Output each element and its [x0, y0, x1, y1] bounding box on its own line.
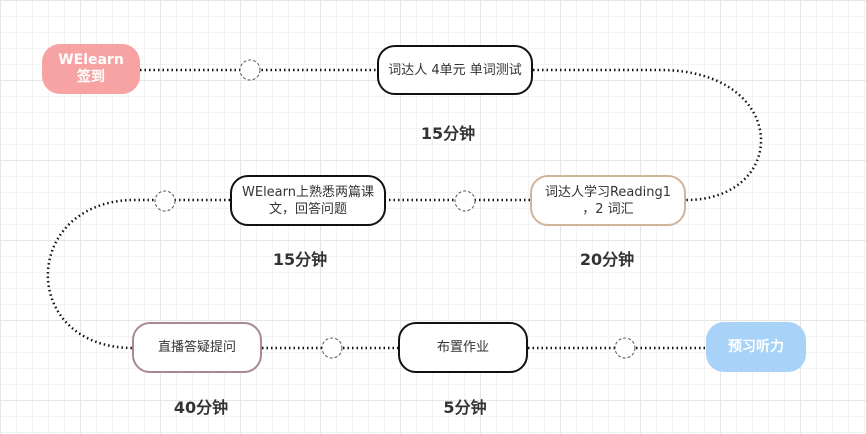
node-vocab-test[interactable]: 词达人 4单元 单词测试	[377, 45, 533, 95]
waypoint-circle	[454, 190, 476, 212]
duration-label: 5分钟	[443, 398, 487, 417]
duration-label: 20分钟	[579, 250, 635, 269]
waypoint-circle	[614, 337, 636, 359]
link-welearn-live	[46, 198, 230, 350]
node-live-qa[interactable]: 直播答疑提问	[132, 322, 262, 373]
duration-label: 15分钟	[272, 250, 328, 269]
duration-label: 15分钟	[420, 124, 476, 143]
duration-label: 40分钟	[173, 398, 229, 417]
node-end-listening[interactable]: 预习听力	[706, 322, 806, 372]
waypoint-circle	[154, 190, 176, 212]
node-welearn-texts[interactable]: WElearn上熟悉两篇课 文，回答问题	[230, 175, 386, 226]
node-start-checkin[interactable]: WElearn 签到	[42, 44, 140, 94]
node-reading-vocab[interactable]: 词达人学习Reading1 ，2 词汇	[530, 175, 686, 226]
waypoint-circle	[239, 59, 261, 81]
node-homework[interactable]: 布置作业	[398, 322, 528, 373]
link-test-reading	[533, 68, 763, 202]
waypoint-circle	[321, 337, 343, 359]
